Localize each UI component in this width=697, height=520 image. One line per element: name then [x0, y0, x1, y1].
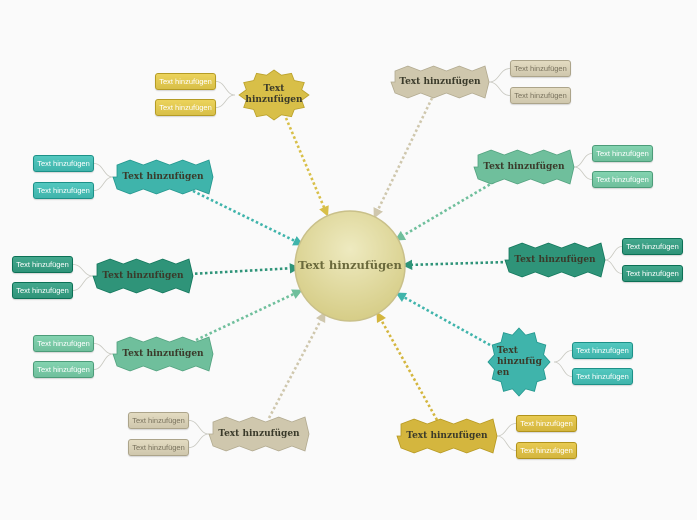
connector-bottom-left: [267, 311, 326, 419]
bracket-upper-right-0: [573, 153, 593, 168]
bracket-upper-left-1: [93, 176, 114, 191]
connector-upper-right: [394, 180, 495, 241]
connector-top-left: [284, 117, 329, 217]
bracket-upper-right-1: [573, 166, 593, 180]
bracket-top-right-0: [488, 68, 511, 83]
connector-top-right: [373, 97, 434, 219]
bracket-bottom-right-0: [496, 423, 517, 437]
branch-shape-right[interactable]: [504, 242, 606, 278]
subtopic-left-1[interactable]: Text hinzufügen: [12, 256, 73, 273]
bracket-top-left-0: [215, 81, 236, 96]
branch-shape-top-left[interactable]: [238, 69, 310, 121]
subtopic-top-right-2[interactable]: Text hinzufügen: [510, 87, 571, 104]
connector-bottom-right: [376, 311, 439, 421]
subtopic-lower-right-1[interactable]: Text hinzufügen: [572, 342, 633, 359]
subtopic-left-2[interactable]: Text hinzufügen: [12, 282, 73, 299]
bracket-lower-right-1: [553, 361, 573, 377]
connector-lower-left: [195, 289, 303, 342]
subtopic-upper-right-1[interactable]: Text hinzufügen: [592, 145, 653, 162]
branch-shapes: [92, 65, 606, 454]
subtopic-lower-left-1[interactable]: Text hinzufügen: [33, 335, 94, 352]
subtopic-upper-right-2[interactable]: Text hinzufügen: [592, 171, 653, 188]
connector-right: [401, 259, 509, 271]
bracket-bottom-left-0: [188, 420, 210, 435]
bracket-bottom-right-1: [496, 435, 517, 451]
branch-shape-upper-left[interactable]: [112, 159, 214, 195]
bracket-left-0: [72, 264, 94, 277]
branch-shape-top-right[interactable]: [390, 65, 490, 99]
branch-shape-left[interactable]: [92, 258, 194, 294]
subtopic-upper-left-2[interactable]: Text hinzufügen: [33, 182, 94, 199]
connector-left: [189, 263, 301, 276]
branch-shape-lower-right[interactable]: [487, 327, 551, 397]
subtopic-right-1[interactable]: Text hinzufügen: [622, 238, 683, 255]
subtopic-lower-left-2[interactable]: Text hinzufügen: [33, 361, 94, 378]
subtopic-top-right-1[interactable]: Text hinzufügen: [510, 60, 571, 77]
subtopic-top-left-1[interactable]: Text hinzufügen: [155, 73, 216, 90]
central-topic-shape[interactable]: [294, 210, 406, 322]
branch-shape-lower-left[interactable]: [112, 336, 214, 372]
subtopic-bottom-left-1[interactable]: Text hinzufügen: [128, 412, 189, 429]
subtopic-lower-right-2[interactable]: Text hinzufügen: [572, 368, 633, 385]
connector-upper-left: [192, 189, 304, 246]
sub-brackets: [72, 68, 623, 451]
subtopic-top-left-2[interactable]: Text hinzufügen: [155, 99, 216, 116]
subtopic-bottom-right-1[interactable]: Text hinzufügen: [516, 415, 577, 432]
bracket-top-right-1: [488, 81, 511, 96]
bracket-left-1: [72, 275, 94, 291]
subtopic-right-2[interactable]: Text hinzufügen: [622, 265, 683, 282]
bracket-right-0: [604, 246, 623, 261]
bracket-lower-right-0: [553, 350, 573, 363]
bracket-top-left-1: [215, 94, 236, 108]
branch-shape-bottom-right[interactable]: [396, 418, 498, 454]
bracket-bottom-left-1: [188, 433, 210, 448]
subtopic-bottom-right-2[interactable]: Text hinzufügen: [516, 442, 577, 459]
branch-shape-bottom-left[interactable]: [208, 416, 310, 452]
bracket-right-1: [604, 259, 623, 274]
branch-shape-upper-right[interactable]: [473, 149, 575, 185]
bracket-upper-left-0: [93, 163, 114, 178]
connector-lower-right: [395, 292, 491, 347]
connectors: [189, 97, 509, 421]
bracket-lower-left-0: [93, 343, 114, 355]
bracket-lower-left-1: [93, 353, 114, 370]
subtopic-bottom-left-2[interactable]: Text hinzufügen: [128, 439, 189, 456]
subtopic-upper-left-1[interactable]: Text hinzufügen: [33, 155, 94, 172]
